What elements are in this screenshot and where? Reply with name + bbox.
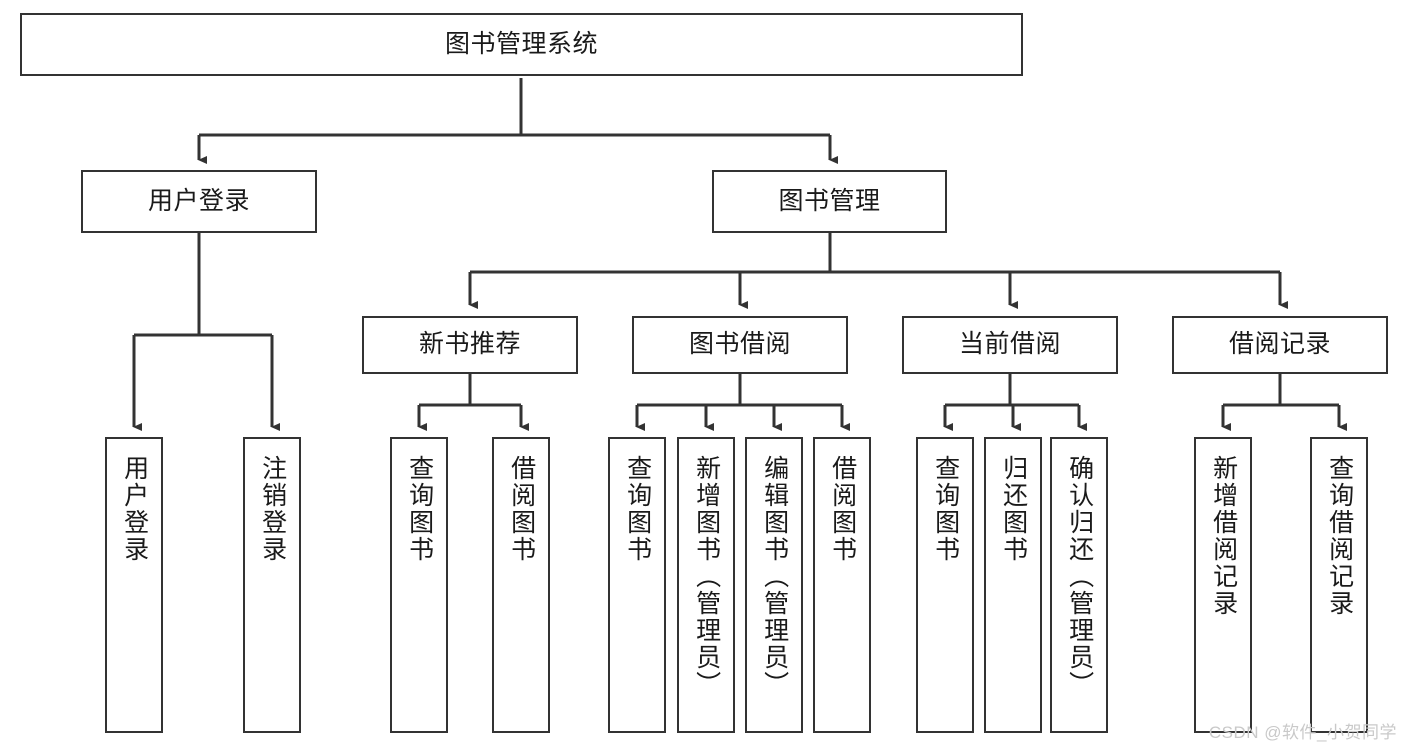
- node-label: 编辑图书（管理员）: [760, 455, 789, 698]
- node-leaf-borrow-query-book[interactable]: 查询图书: [608, 437, 666, 733]
- node-label: 新增图书（管理员）: [692, 455, 721, 698]
- node-label: 用户登录: [147, 186, 250, 215]
- node-label: 确认归还（管理员）: [1065, 455, 1094, 698]
- node-label: 查询图书: [931, 455, 960, 563]
- node-label: 图书管理系统: [444, 29, 598, 58]
- node-label: 借阅记录: [1228, 330, 1331, 359]
- node-leaf-current-return-book[interactable]: 归还图书: [984, 437, 1042, 733]
- node-leaf-newbook-borrow-book[interactable]: 借阅图书: [492, 437, 550, 733]
- node-leaf-borrow-add-book[interactable]: 新增图书（管理员）: [677, 437, 735, 733]
- node-user-login[interactable]: 用户登录: [81, 170, 317, 233]
- node-leaf-record-query-record[interactable]: 查询借阅记录: [1310, 437, 1368, 733]
- node-book-management[interactable]: 图书管理: [712, 170, 947, 233]
- node-leaf-logout[interactable]: 注销登录: [243, 437, 301, 733]
- node-leaf-current-confirm-return[interactable]: 确认归还（管理员）: [1050, 437, 1108, 733]
- node-leaf-borrow-borrow-book[interactable]: 借阅图书: [813, 437, 871, 733]
- node-label: 图书借阅: [688, 330, 791, 359]
- node-label: 用户登录: [120, 455, 149, 563]
- node-label: 查询借阅记录: [1325, 455, 1354, 617]
- node-label: 借阅图书: [828, 455, 857, 563]
- node-label: 新书推荐: [418, 330, 521, 359]
- node-label: 注销登录: [258, 455, 287, 563]
- node-root-book-management-system[interactable]: 图书管理系统: [20, 13, 1023, 76]
- node-label: 归还图书: [999, 455, 1028, 563]
- node-label: 借阅图书: [507, 455, 536, 563]
- node-label: 查询图书: [405, 455, 434, 563]
- node-label: 图书管理: [778, 186, 881, 215]
- node-new-book-recommendation[interactable]: 新书推荐: [362, 316, 578, 374]
- node-label: 查询图书: [623, 455, 652, 563]
- node-leaf-current-query-book[interactable]: 查询图书: [916, 437, 974, 733]
- node-label: 当前借阅: [958, 330, 1061, 359]
- node-leaf-newbook-query-book[interactable]: 查询图书: [390, 437, 448, 733]
- node-leaf-record-add-record[interactable]: 新增借阅记录: [1194, 437, 1252, 733]
- node-leaf-borrow-edit-book[interactable]: 编辑图书（管理员）: [745, 437, 803, 733]
- node-leaf-user-login[interactable]: 用户登录: [105, 437, 163, 733]
- node-book-borrow[interactable]: 图书借阅: [632, 316, 848, 374]
- node-current-borrow[interactable]: 当前借阅: [902, 316, 1118, 374]
- node-borrow-record[interactable]: 借阅记录: [1172, 316, 1388, 374]
- node-label: 新增借阅记录: [1209, 455, 1238, 617]
